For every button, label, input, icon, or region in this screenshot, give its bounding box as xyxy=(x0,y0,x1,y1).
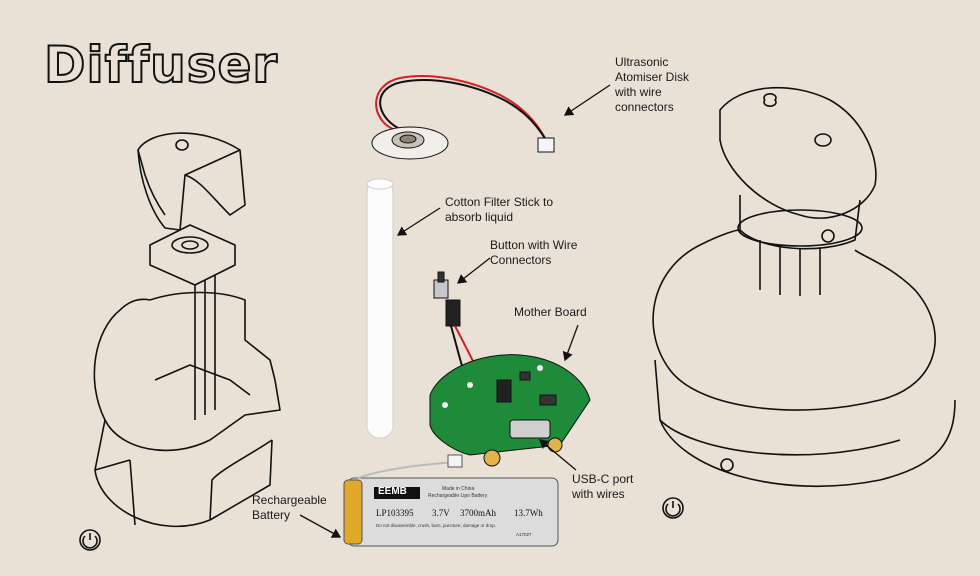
diagram-title: Diffuser xyxy=(43,35,279,95)
button-leader xyxy=(456,257,491,284)
atomiser-leader xyxy=(563,84,611,116)
battery-brand: EEMB xyxy=(378,486,407,497)
motherboard-label: Mother Board xyxy=(514,305,587,320)
usbc-label-line: with wires xyxy=(572,487,625,501)
usbc-label: USB-C port with wires xyxy=(572,472,633,502)
battery-energy: 13.7Wh xyxy=(514,508,543,518)
battery-label: EEMB Made in China Rechargeable Lipo Bat… xyxy=(370,484,554,542)
battery-body xyxy=(343,454,559,547)
usbc-label-line: USB-C port xyxy=(572,472,634,486)
atomiser-label-line: Ultrasonic xyxy=(615,55,669,69)
button-label-line: Connectors xyxy=(490,253,552,267)
motherboard-leader xyxy=(562,324,579,362)
battery-label-line: Rechargeable xyxy=(252,493,327,507)
battery-voltage: 3.7V xyxy=(432,508,450,518)
left-exploded-view xyxy=(79,132,281,551)
atomiser-label-line: Atomiser Disk xyxy=(615,70,690,84)
atomiser-disk xyxy=(371,75,555,160)
filter-label-line: Cotton Filter Stick to xyxy=(445,195,554,209)
filter-leader xyxy=(396,207,441,236)
battery-type: Rechargeable Lipo Battery xyxy=(428,493,488,499)
button-label-line: Button with Wire xyxy=(490,238,578,252)
button-label: Button with Wire Connectors xyxy=(490,238,577,268)
atomiser-label-line: connectors xyxy=(615,100,674,114)
battery-callout-label: Rechargeable Battery xyxy=(252,493,327,523)
atomiser-label-line: with wire xyxy=(615,85,662,99)
battery-made-in: Made in China xyxy=(442,486,475,492)
battery-code: A17027 xyxy=(516,532,532,537)
atomiser-label: Ultrasonic Atomiser Disk with wire conne… xyxy=(615,55,689,115)
battery-capacity: 3700mAh xyxy=(460,508,496,518)
filter-label-line: absorb liquid xyxy=(445,210,514,224)
motherboard-label-line: Mother Board xyxy=(514,305,587,319)
callout-lines xyxy=(299,84,611,538)
filter-label: Cotton Filter Stick to absorb liquid xyxy=(445,195,553,225)
battery-leader xyxy=(299,514,342,538)
battery-label-line: Battery xyxy=(252,508,291,522)
battery-model: LP103395 xyxy=(376,508,414,518)
cotton-filter-stick xyxy=(366,178,394,439)
usbc-leader xyxy=(539,439,577,471)
battery-warning: Do not disassemble, crush, burn, punctur… xyxy=(376,523,497,528)
mother-board xyxy=(429,354,591,467)
right-assembled-view xyxy=(652,86,956,519)
